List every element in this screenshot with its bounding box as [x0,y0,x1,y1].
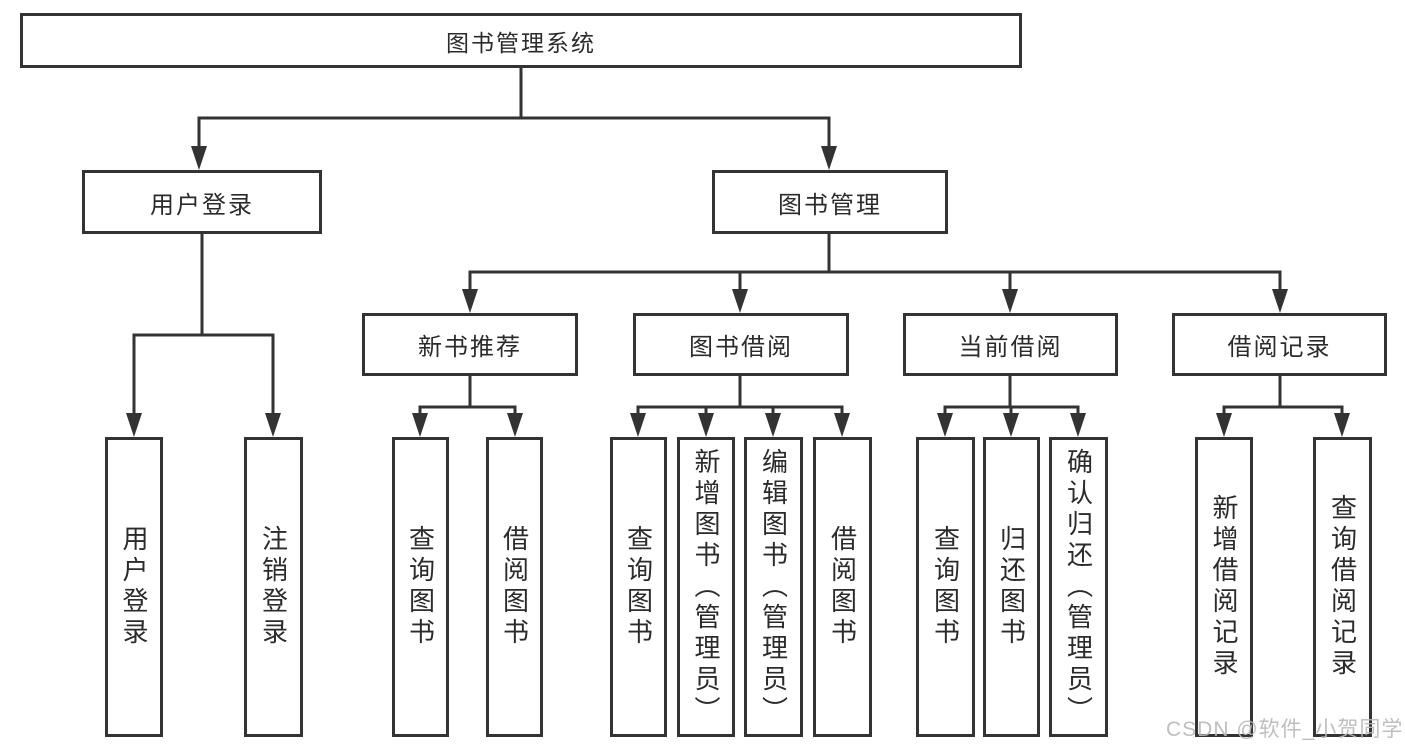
leaf-label: 编辑图书（管理员） [758,447,789,727]
leaf-label: 查询图书 [623,525,654,649]
leaf-label: 借阅图书 [827,525,858,649]
leaf-label: 新增借阅记录 [1209,494,1239,680]
csdn-watermark: CSDN @软件_小贺同学 [1166,718,1404,741]
arrowhead [1003,413,1019,437]
arrowhead [191,146,207,170]
arrowhead [937,413,953,437]
leaf-borrow-book-recommend: 借阅图书 [486,437,543,737]
arrowhead [732,289,748,313]
arrowhead [1070,413,1086,437]
node-user-login: 用户登录 [82,170,322,234]
leaf-label: 查询图书 [930,525,961,649]
arrowhead [834,413,850,437]
leaf-return-book: 归还图书 [983,437,1040,737]
leaf-label: 查询借阅记录 [1327,494,1358,680]
leaf-query-book-current: 查询图书 [916,437,975,737]
node-book-borrow: 图书借阅 [633,313,849,376]
arrowhead [1216,413,1232,437]
leaf-add-book-admin: 新增图书（管理员） [677,437,735,737]
node-library-management-system: 图书管理系统 [20,13,1022,68]
arrowhead [698,413,714,437]
node-book-management: 图书管理 [712,170,948,234]
leaf-label: 归还图书 [996,525,1027,649]
leaf-label: 新增图书（管理员） [691,447,721,727]
leaf-label: 查询图书 [405,525,436,649]
leaf-label: 用户登录 [119,525,149,649]
leaf-add-borrow-record: 新增借阅记录 [1195,437,1253,737]
arrowhead [412,413,428,437]
leaf-borrow-book: 借阅图书 [813,437,872,737]
node-borrow-records: 借阅记录 [1172,313,1387,376]
arrowhead [1272,289,1288,313]
leaf-label: 注销登录 [258,525,289,649]
arrowhead [1334,413,1350,437]
leaf-query-book-recommend: 查询图书 [392,437,449,737]
node-current-borrow: 当前借阅 [903,313,1118,376]
leaf-label: 确认归还（管理员） [1063,447,1094,727]
leaf-logout: 注销登录 [244,437,303,737]
leaf-edit-book-admin: 编辑图书（管理员） [744,437,803,737]
node-new-book-recommend: 新书推荐 [362,313,578,376]
arrowhead [765,413,781,437]
arrowhead [126,413,142,437]
arrowhead [821,146,837,170]
leaf-query-book-borrow: 查询图书 [610,437,667,737]
leaf-label: 借阅图书 [499,525,530,649]
arrowhead [630,413,646,437]
arrowhead [1002,289,1018,313]
arrowhead [507,413,523,437]
leaf-query-borrow-record: 查询借阅记录 [1313,437,1372,737]
leaf-confirm-return-admin: 确认归还（管理员） [1049,437,1108,737]
arrowhead [265,413,281,437]
arrowhead [462,289,478,313]
leaf-user-login: 用户登录 [105,437,163,737]
